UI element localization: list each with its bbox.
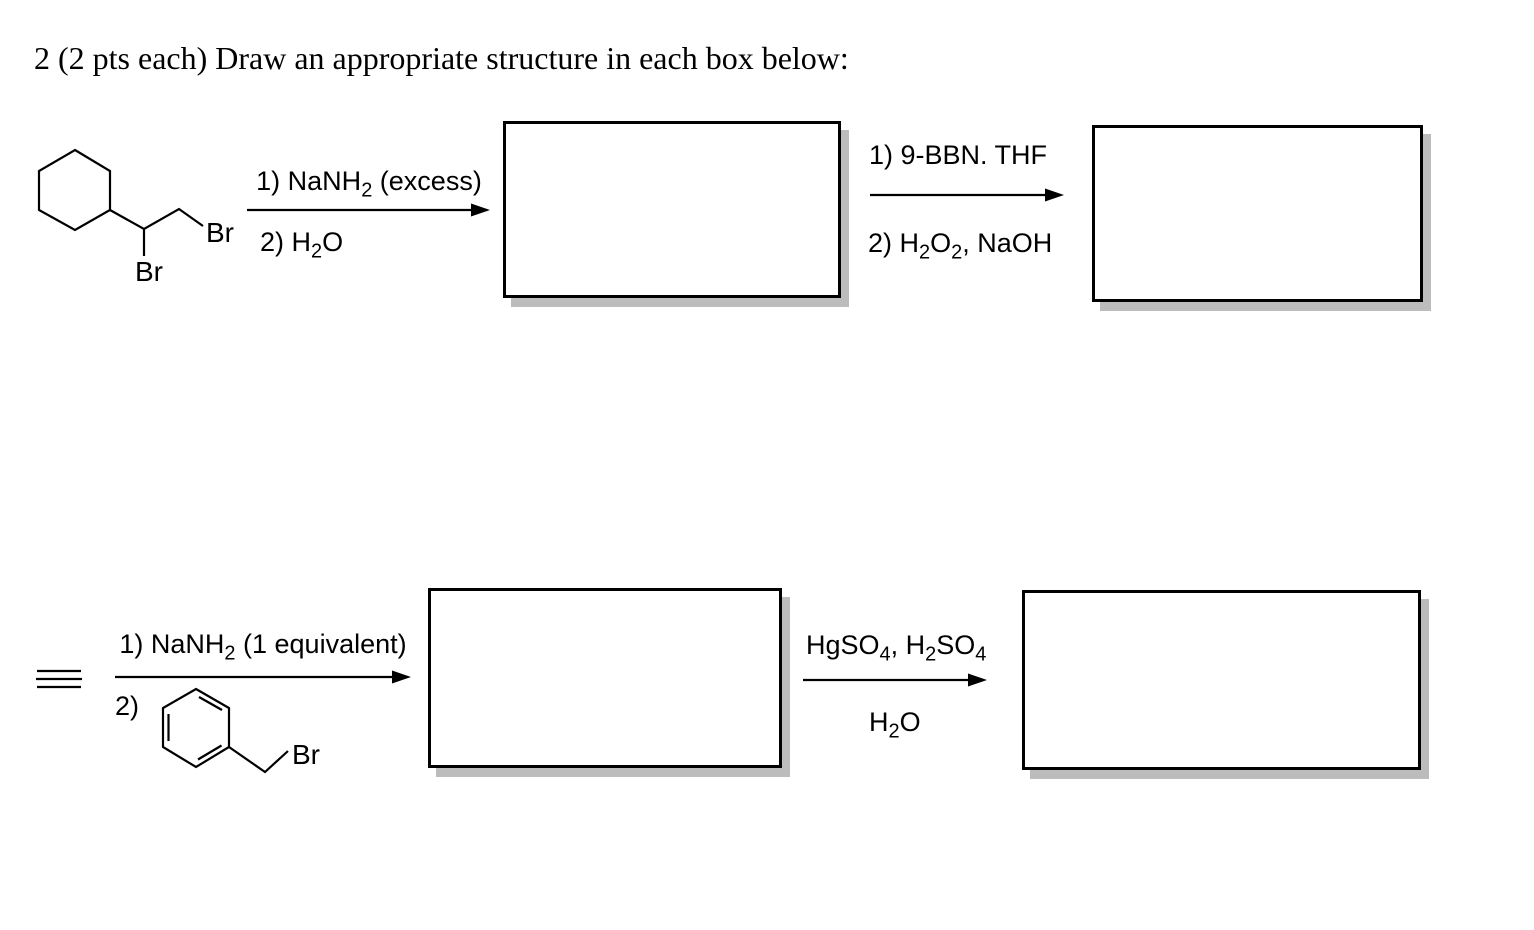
reaction-arrow-3 — [115, 670, 411, 684]
ch2-br-bonds — [228, 746, 289, 774]
benzene-ring — [161, 687, 231, 769]
double-bond-inner — [198, 696, 223, 711]
answer-box-1[interactable] — [503, 121, 841, 298]
molecule-benzyl-bromide: Br — [161, 687, 320, 774]
reaction-arrow-4 — [803, 673, 987, 687]
reagent-step3-below-prefix: 2) — [115, 691, 140, 721]
answer-box-2[interactable] — [1092, 125, 1423, 302]
reagent-step4-above: HgSO4, H2SO4 — [806, 630, 987, 666]
question-title: 2 (2 pts each) Draw an appropriate struc… — [34, 40, 849, 76]
reagent-step4-below: H2O — [869, 707, 921, 743]
reaction-arrow-1 — [247, 203, 490, 217]
reagent-step2-below: 2) H2O2, NaOH — [868, 228, 1053, 264]
reagent-step1-below: 2) H2O — [260, 227, 344, 263]
cyclohexane-ring — [37, 148, 112, 232]
reaction-arrow-2 — [870, 188, 1064, 202]
molecule-dibromide: Br Br — [37, 148, 234, 287]
br-label: Br — [135, 256, 163, 287]
answer-box-3[interactable] — [428, 588, 782, 768]
br-label: Br — [292, 739, 320, 770]
reagent-step1-above: 1) NaNH2 (excess) — [256, 166, 482, 202]
reagent-step3-above: 1) NaNH2 (1 equivalent) — [119, 629, 407, 665]
reagent-step2-above: 1) 9-BBN. THF — [869, 140, 1048, 170]
double-bond-inner — [197, 744, 223, 761]
br-label: Br — [206, 217, 234, 248]
molecule-acetylene — [36, 669, 82, 689]
ethyl-chain-bonds — [109, 207, 204, 231]
answer-box-4[interactable] — [1022, 590, 1421, 770]
